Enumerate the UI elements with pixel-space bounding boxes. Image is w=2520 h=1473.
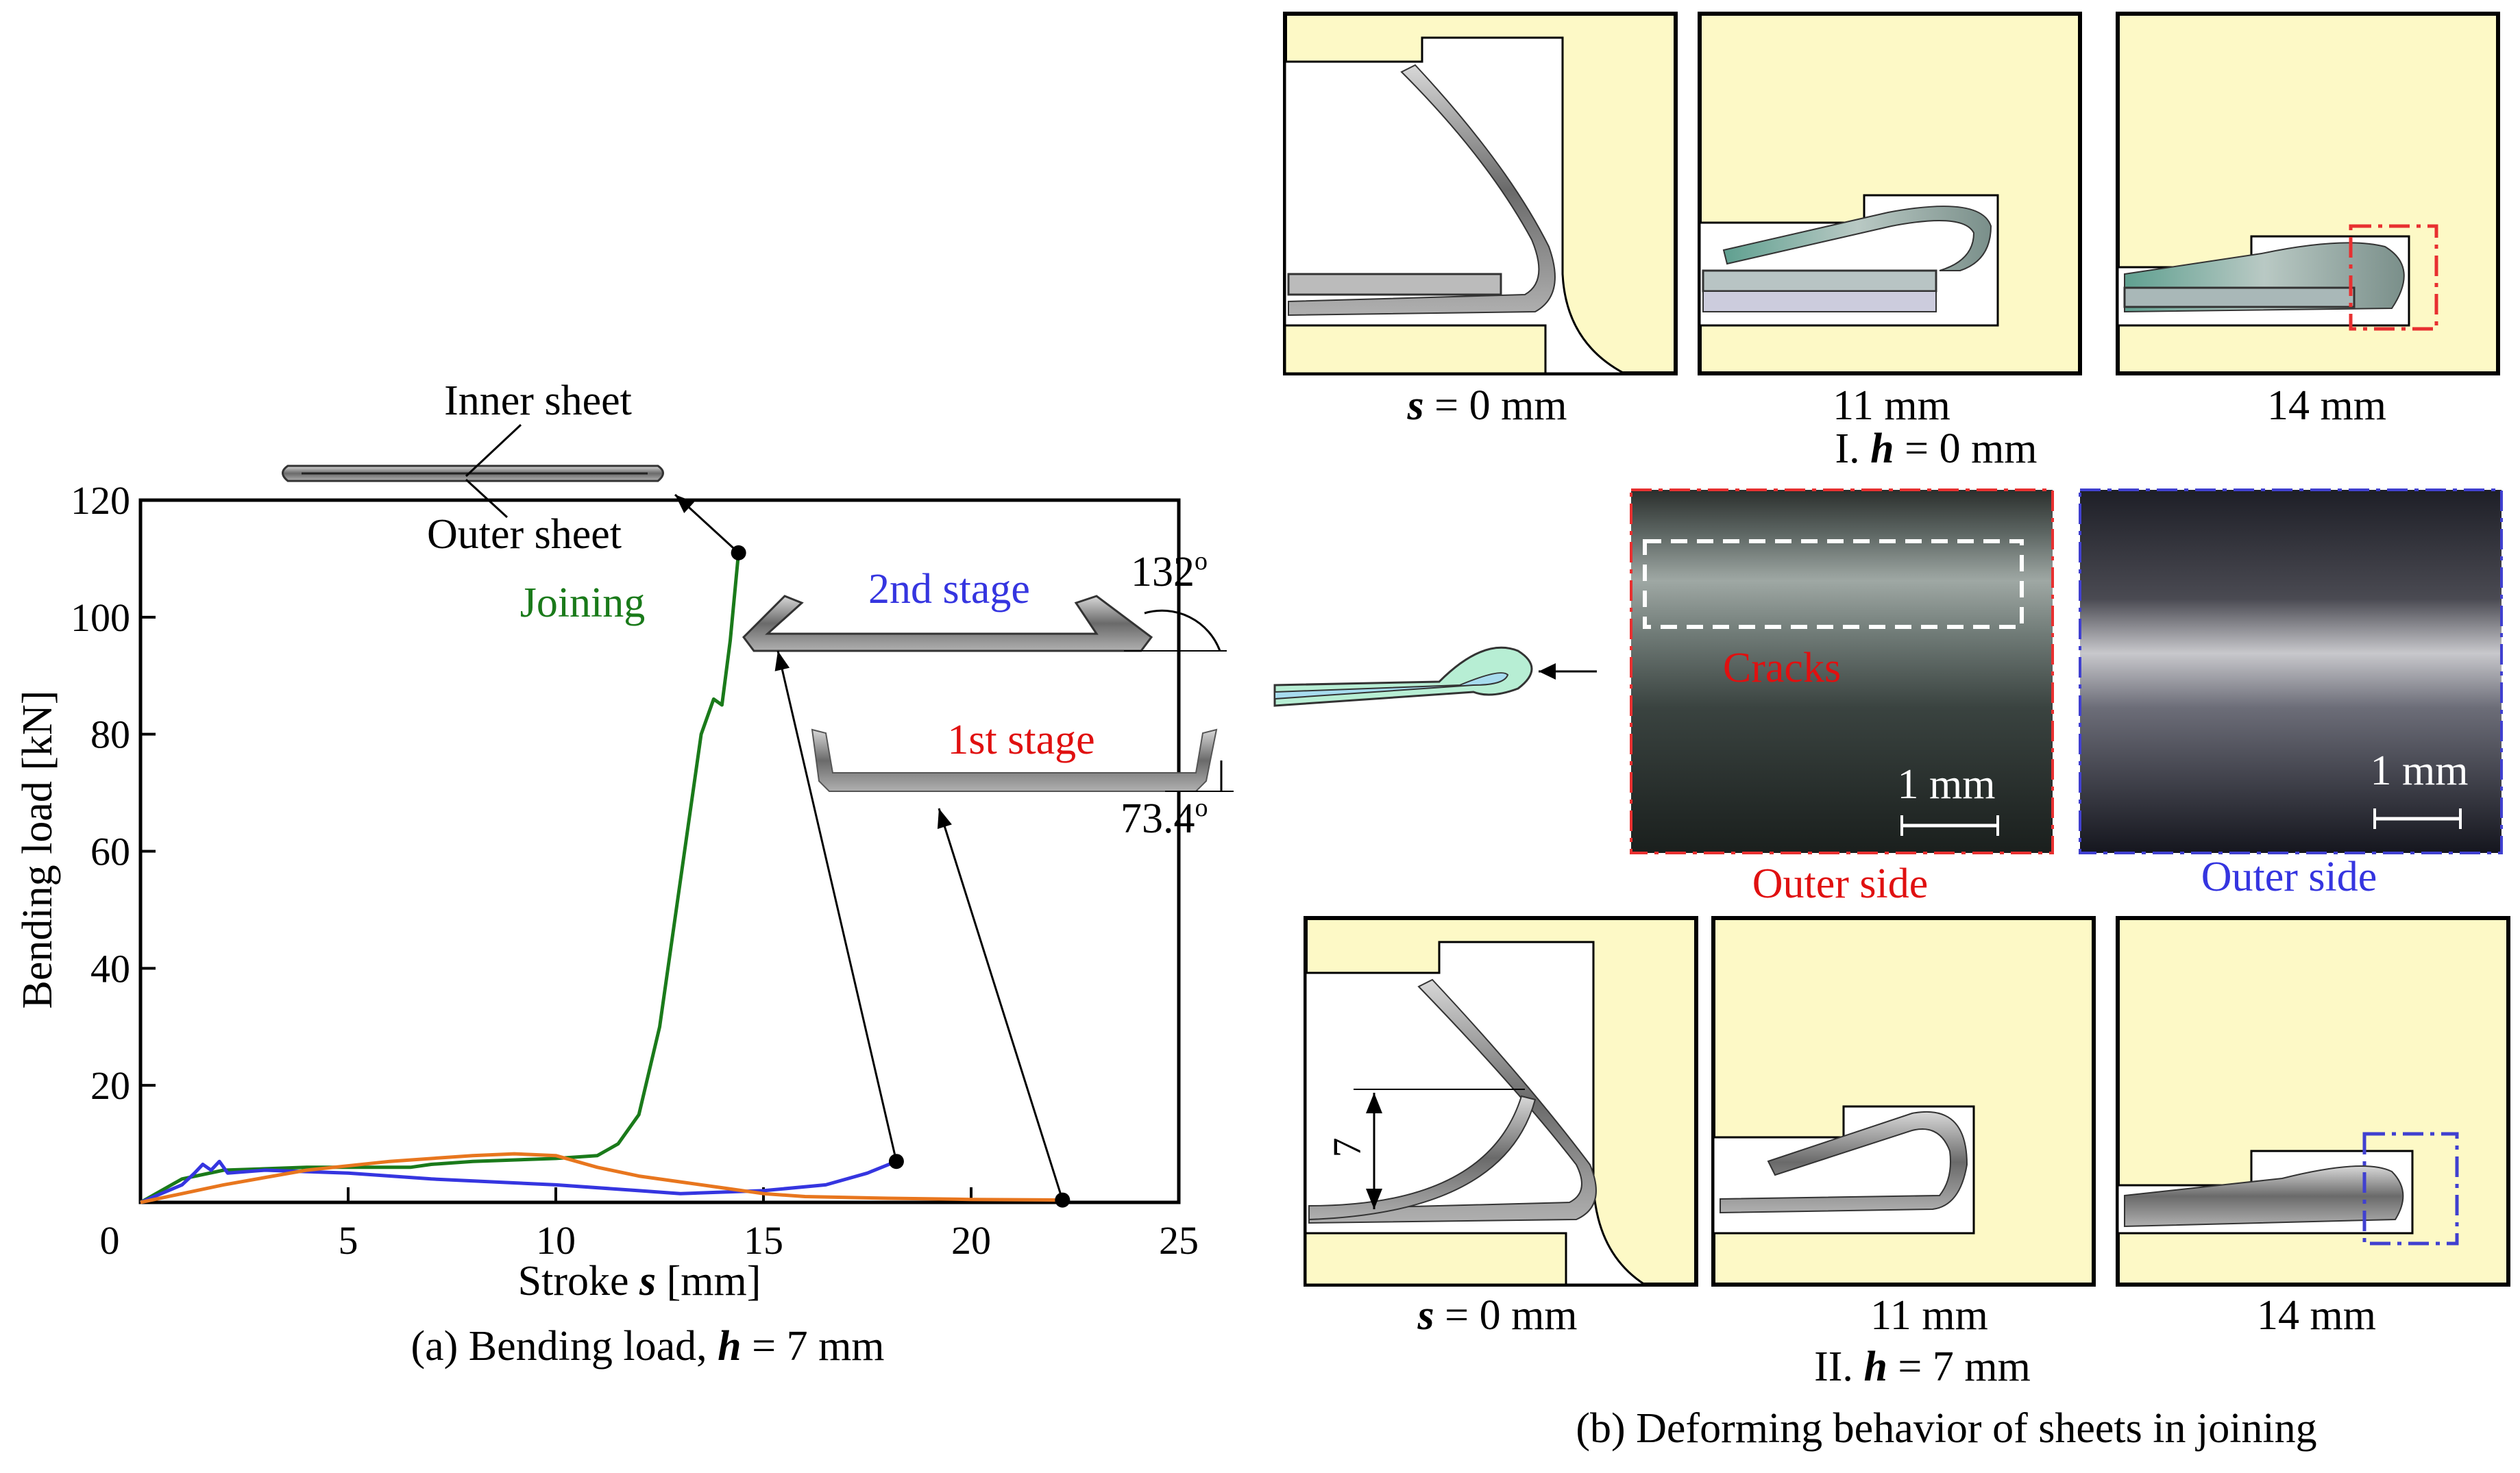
row2-caption: II. h = 7 mm: [1814, 1344, 2031, 1390]
row1-frame-s11: [1698, 12, 2082, 375]
y-tick-label: 80: [90, 713, 130, 757]
y-tick-label: 20: [90, 1063, 130, 1108]
stage2-angle-arc: [1144, 609, 1221, 652]
scale-label-right: 1 mm: [2371, 747, 2469, 794]
x-tick-label: 20: [951, 1218, 991, 1263]
x-tick-label: 10: [536, 1218, 576, 1263]
row2-frame-s14: [2116, 916, 2510, 1287]
crack-zoom-box: [2349, 224, 2438, 331]
row1-caption: I. h = 0 mm: [1835, 425, 2037, 472]
series-line-2: [140, 1159, 897, 1204]
x-tick-label: 5: [339, 1218, 358, 1263]
joining-label: Joining: [520, 580, 646, 626]
callout-line: [776, 650, 898, 1162]
x-tick-label: 15: [744, 1218, 783, 1263]
callout-arrows: [674, 493, 1064, 1201]
series-line-1: [139, 552, 741, 1204]
dimension-7-label: 7: [1325, 1138, 1369, 1158]
frame-stroke-label: 11 mm: [1870, 1292, 1988, 1339]
x-axis-ticks: 0 5 10 15 20 25: [100, 1187, 1199, 1263]
x-tick-label: 0: [100, 1218, 120, 1263]
outer-side-label-left: Outer side: [1752, 861, 1929, 907]
joined-sheet-photo: [282, 465, 664, 482]
y-axis-label: Bending load [kN]: [14, 691, 61, 1009]
outer-sheet-label: Outer sheet: [427, 511, 622, 558]
y-tick-label: 120: [71, 478, 130, 523]
panel-a-caption: (a) Bending load, h = 7 mm: [411, 1323, 884, 1370]
frame-stroke-label: s = 0 mm: [1417, 1292, 1577, 1339]
x-axis-label: Stroke s [mm]: [518, 1258, 761, 1304]
row2-frame-s0: [1304, 916, 1698, 1287]
frame-stroke-label: 11 mm: [1833, 382, 1950, 429]
stage2-sheet-photo: [742, 595, 1153, 652]
callout-arrowhead: [774, 651, 790, 671]
y-tick-label: 40: [90, 946, 130, 991]
frame-stroke-label: 14 mm: [2257, 1292, 2376, 1339]
row2-frame-s11: [1711, 916, 2096, 1287]
panel-b-caption: (b) Deforming behavior of sheets in join…: [1576, 1405, 2316, 1452]
callout-line: [938, 808, 1064, 1201]
frame-stroke-label: 14 mm: [2267, 382, 2386, 429]
panel-b: s = 0 mm 11 mm 14 mm I. h = 0 mm Cracks 1 …: [1273, 12, 2510, 1452]
frame-stroke-label: s = 0 mm: [1406, 382, 1567, 429]
callout-arrowhead: [675, 495, 695, 514]
scale-label-left: 1 mm: [1898, 761, 1996, 808]
series-line-3: [140, 1152, 1063, 1204]
y-axis-ticks: 20 40 60 80 100 120: [71, 478, 156, 1108]
crack-region-box: [1643, 539, 2024, 629]
outer-sheet-arrow: [465, 478, 509, 519]
stage1-label: 1st stage: [947, 717, 1094, 763]
inner-sheet-arrow: [465, 423, 522, 478]
stage2-label: 2nd stage: [868, 566, 1030, 612]
row1-frame-s14: [2116, 12, 2500, 375]
angle-73-label: 73.4o: [1121, 793, 1208, 842]
angle-132-label: 132o: [1131, 547, 1208, 595]
cracks-label: Cracks: [1723, 645, 1841, 691]
micrograph-cracks: [1630, 488, 2054, 854]
inner-sheet-label: Inner sheet: [444, 377, 632, 424]
no-crack-zoom-box: [2362, 1132, 2459, 1246]
row1-frame-s0: [1283, 12, 1678, 375]
hem-schematic: [1273, 646, 1597, 707]
x-tick-label: 25: [1159, 1218, 1199, 1263]
y-tick-label: 100: [71, 595, 130, 640]
callout-arrowhead: [937, 808, 952, 830]
y-tick-label: 60: [90, 830, 130, 874]
micrograph-no-cracks: [2079, 488, 2503, 854]
stage1-sheet-photo: [811, 728, 1218, 792]
outer-side-label-right: Outer side: [2201, 854, 2377, 900]
chart-panel-a: 20 40 60 80 100 120 0 5 10 15 20 25 Bending load […: [14, 377, 1234, 1370]
